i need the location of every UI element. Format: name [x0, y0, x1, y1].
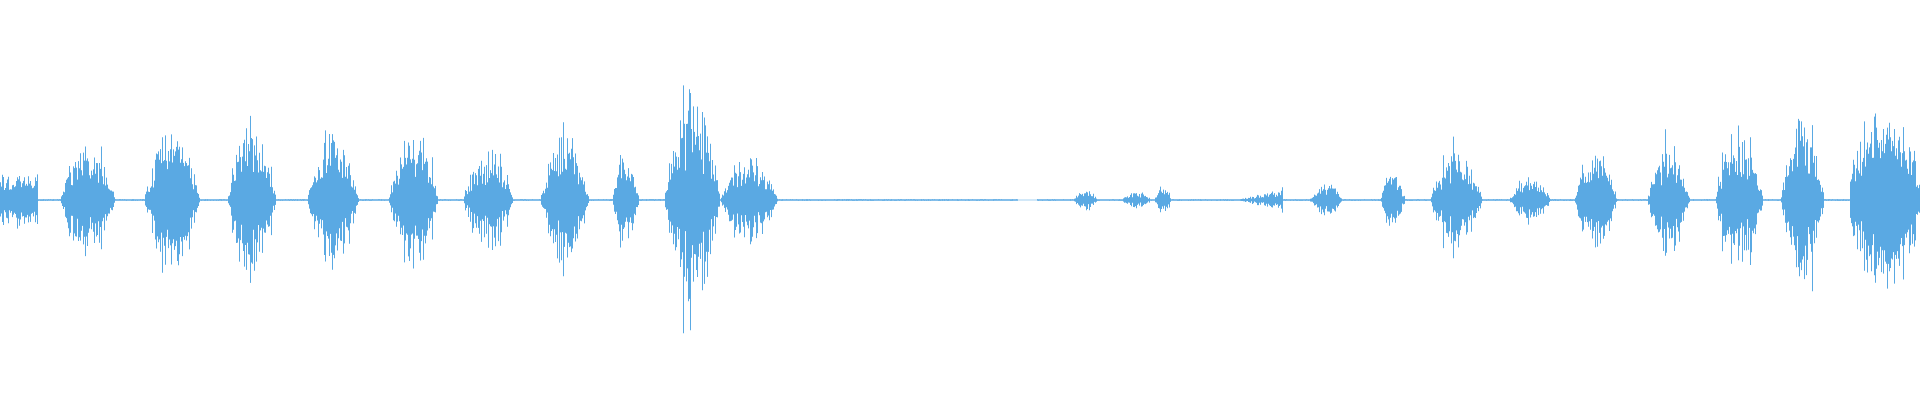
waveform-samples — [0, 85, 1920, 334]
